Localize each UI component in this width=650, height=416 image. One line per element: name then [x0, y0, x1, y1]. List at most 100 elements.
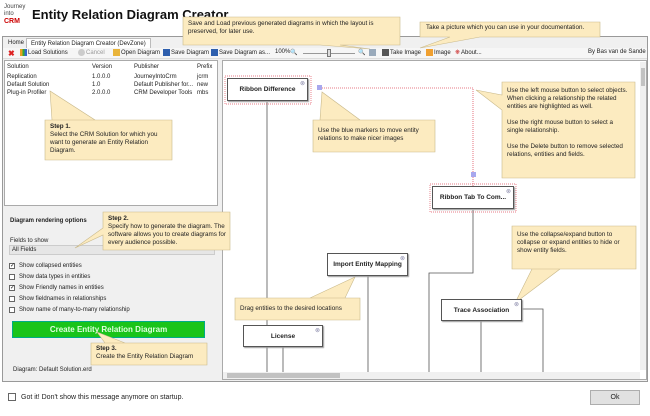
solution-cell[interactable]: Replication — [7, 74, 37, 80]
solution-cell[interactable]: 1.0.0.0 — [92, 74, 111, 80]
selected-relationship — [320, 87, 474, 186]
load-solutions-button[interactable]: Load Solutions — [20, 49, 68, 56]
footer — [0, 382, 650, 416]
note-step1: Step 1.Select the CRM Solution for which… — [50, 123, 158, 154]
collapse-icon[interactable]: ⊗ — [513, 302, 519, 308]
chart-icon — [20, 49, 27, 56]
image-icon — [426, 49, 433, 56]
take-image-button[interactable]: Take Image — [382, 49, 421, 56]
dont-show-checkbox[interactable]: Got it! Don't show this message anymore … — [8, 393, 183, 401]
selection-box — [224, 75, 312, 105]
save-diagram-as-button[interactable]: Save Diagram as... — [211, 49, 270, 56]
option-checkbox[interactable]: Show name of many-to-many relationship — [9, 307, 130, 313]
column-header[interactable]: Publisher — [134, 64, 160, 70]
close-icon: ✖ — [8, 49, 15, 58]
callout — [182, 16, 401, 50]
relationship-lines — [266, 102, 544, 372]
collapse-icon[interactable]: ⊗ — [314, 328, 320, 334]
vertical-scrollbar[interactable] — [640, 62, 646, 370]
solution-cell[interactable]: JourneyIntoCrm — [134, 74, 177, 80]
entity-trace-association[interactable]: Trace Association⊗ — [441, 299, 522, 321]
folder-icon — [113, 49, 120, 56]
toolbar: ✖ Load Solutions Cancel Open Diagram Sav… — [3, 48, 647, 59]
note-blue-markers: Use the blue markers to move entity rela… — [318, 127, 419, 142]
fields-label: Fields to show — [10, 238, 49, 244]
zoom-out-icon[interactable]: 🔍 — [290, 50, 298, 56]
solution-cell[interactable]: Default Publisher for... — [134, 82, 194, 88]
entity-ribbon-tab[interactable]: Ribbon Tab To Com...⊗ — [432, 186, 514, 209]
ok-button[interactable]: Ok — [590, 390, 640, 405]
relationship-line — [266, 102, 544, 372]
solution-cell[interactable]: jcrm — [197, 74, 209, 80]
cancel-button[interactable]: Cancel — [78, 49, 105, 56]
option-checkbox[interactable]: ✓Show collapsed entities — [9, 263, 82, 269]
column-header[interactable]: Solution — [7, 64, 29, 70]
horizontal-scrollbar-thumb[interactable] — [227, 373, 340, 378]
callout — [475, 81, 636, 179]
note-take-picture: Take a picture which you can use in your… — [426, 24, 585, 31]
entity-license[interactable]: License⊗ — [243, 325, 323, 347]
checkbox-icon: ✓ — [9, 285, 16, 291]
save-diagram-button[interactable]: Save Diagram — [163, 49, 209, 56]
solution-cell[interactable]: Default Solution — [7, 82, 50, 88]
note-drag: Drag entities to the desired locations — [240, 305, 342, 312]
about-button[interactable]: ❋About... — [455, 49, 482, 57]
callout — [44, 90, 173, 161]
author-label: By Bas van de Sande — [588, 49, 646, 55]
solution-cell[interactable]: mbs — [197, 90, 209, 96]
checkbox-icon: ✓ — [9, 263, 16, 269]
collapse-icon[interactable]: ⊗ — [505, 189, 511, 195]
callout — [234, 276, 361, 321]
note-collapse: Use the collapse/expand button to collap… — [517, 231, 620, 254]
callouts — [44, 16, 637, 366]
column-header[interactable]: Prefix — [197, 64, 213, 70]
solution-cell[interactable]: new — [197, 82, 209, 88]
callout — [312, 91, 436, 153]
note-step3: Step 3.Create the Entity Relation Diagra… — [96, 345, 194, 360]
solution-cell[interactable]: 2.0.0.0 — [92, 90, 111, 96]
checkbox-icon — [9, 307, 15, 313]
entity-import-entity-mapping[interactable]: Import Entity Mapping⊗ — [327, 253, 408, 276]
zoom-level: 100% — [275, 49, 291, 55]
column-header[interactable]: Version — [92, 64, 113, 70]
zoom-in-icon[interactable]: 🔍 — [358, 50, 366, 56]
collapse-icon[interactable]: ⊗ — [399, 256, 405, 262]
app-title: Entity Relation Diagram Creator — [32, 7, 229, 22]
cancel-icon — [78, 49, 85, 56]
note-save-load: Save and Load previous generated diagram… — [188, 20, 374, 35]
zoom-slider-thumb[interactable] — [327, 49, 331, 57]
note-step2: Step 2.Specify how to generate the diagr… — [108, 215, 226, 246]
open-diagram-button[interactable]: Open Diagram — [113, 49, 160, 56]
callout — [74, 211, 231, 251]
solution-cell[interactable]: CRM Developer Tools — [134, 90, 193, 96]
blue-marker[interactable] — [471, 172, 476, 177]
about-icon: ❋ — [455, 50, 461, 56]
fit-icon[interactable] — [369, 49, 376, 56]
save-as-icon — [211, 49, 218, 56]
callout — [90, 331, 208, 366]
callout — [419, 21, 601, 49]
horizontal-scrollbar[interactable] — [223, 372, 640, 379]
blue-marker[interactable] — [317, 85, 322, 90]
checkbox-icon — [9, 296, 15, 302]
collapse-icon[interactable]: ⊗ — [299, 81, 305, 87]
camera-icon — [382, 49, 389, 56]
save-icon — [163, 49, 170, 56]
solution-cell[interactable]: 1.0 — [92, 82, 101, 88]
tab-erd-creator[interactable]: Entity Relation Diagram Creator (DevZone… — [26, 38, 151, 49]
vertical-scrollbar-thumb[interactable] — [641, 68, 645, 86]
solution-cell[interactable]: Plug-in Profiler — [7, 90, 47, 96]
tab-home[interactable]: Home — [8, 40, 25, 46]
note-mouse: Use the left mouse button to select obje… — [507, 87, 628, 158]
option-checkbox[interactable]: ✓Show Friendly names in entities — [9, 285, 104, 291]
option-checkbox[interactable]: Show data types in entities — [9, 274, 90, 280]
options-heading: Diagram rendering options — [10, 218, 87, 224]
image-button[interactable]: Image — [426, 49, 451, 56]
diagram-filename: Diagram: Default Solution.erd — [13, 367, 92, 373]
close-button[interactable]: ✖ — [8, 49, 15, 58]
option-checkbox[interactable]: Show fieldnames in relationships — [9, 296, 106, 302]
selection-box — [429, 183, 517, 213]
entity-ribbon-difference[interactable]: Ribbon Difference⊗ — [227, 78, 308, 101]
